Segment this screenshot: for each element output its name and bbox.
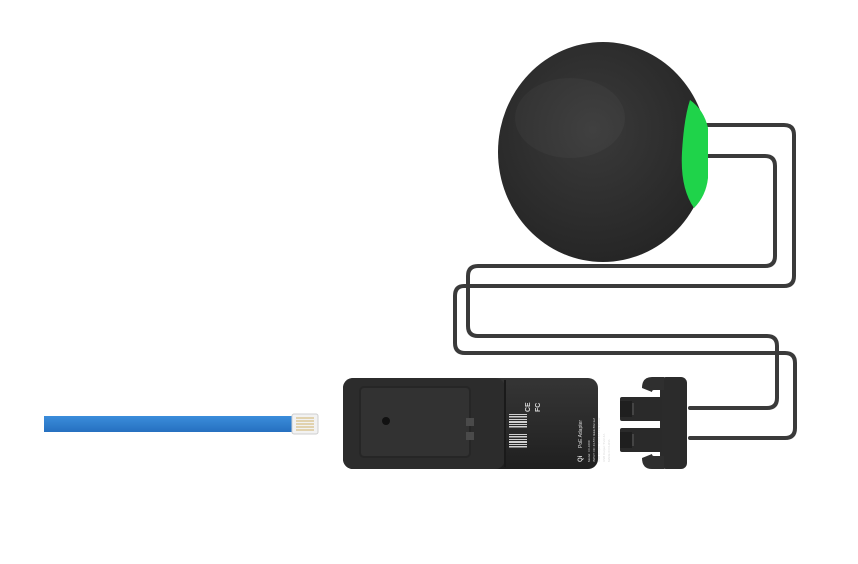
usb-plug-bottom — [620, 428, 662, 452]
charger-led-strip — [681, 100, 708, 208]
adapter-label: Qi PoE Adapter Model: XX-1000 INPUT: DC … — [509, 402, 611, 462]
label-origin: MADE IN CHINA — [607, 439, 611, 462]
wireless-charger-pad — [498, 42, 708, 262]
adapter-screw-hole — [382, 417, 390, 425]
label-output-1: USB Output: 5V/2.4A 12W Power — [597, 417, 601, 462]
usb-plug-top — [620, 397, 662, 421]
label-model: Model: XX-1000 — [587, 440, 591, 462]
ethernet-cable — [44, 413, 319, 435]
barcode-top — [509, 414, 527, 428]
usb-cable — [453, 123, 797, 440]
label-cert-fcc: FC — [535, 403, 542, 412]
label-brand: Qi — [578, 455, 584, 462]
rj45-connector — [291, 413, 319, 435]
label-output-2: USB Output: 5V/2.4A — [602, 434, 606, 462]
label-cert-ce: CE — [525, 402, 532, 412]
poe-adapter: Qi PoE Adapter Model: XX-1000 INPUT: DC … — [343, 378, 611, 469]
label-input: INPUT: DC 44-57V IEEE 802.3af — [592, 418, 596, 462]
barcode-bottom — [509, 434, 527, 448]
label-product-name: PoE Adapter — [578, 420, 584, 448]
usb-plug-assembly — [620, 377, 687, 469]
